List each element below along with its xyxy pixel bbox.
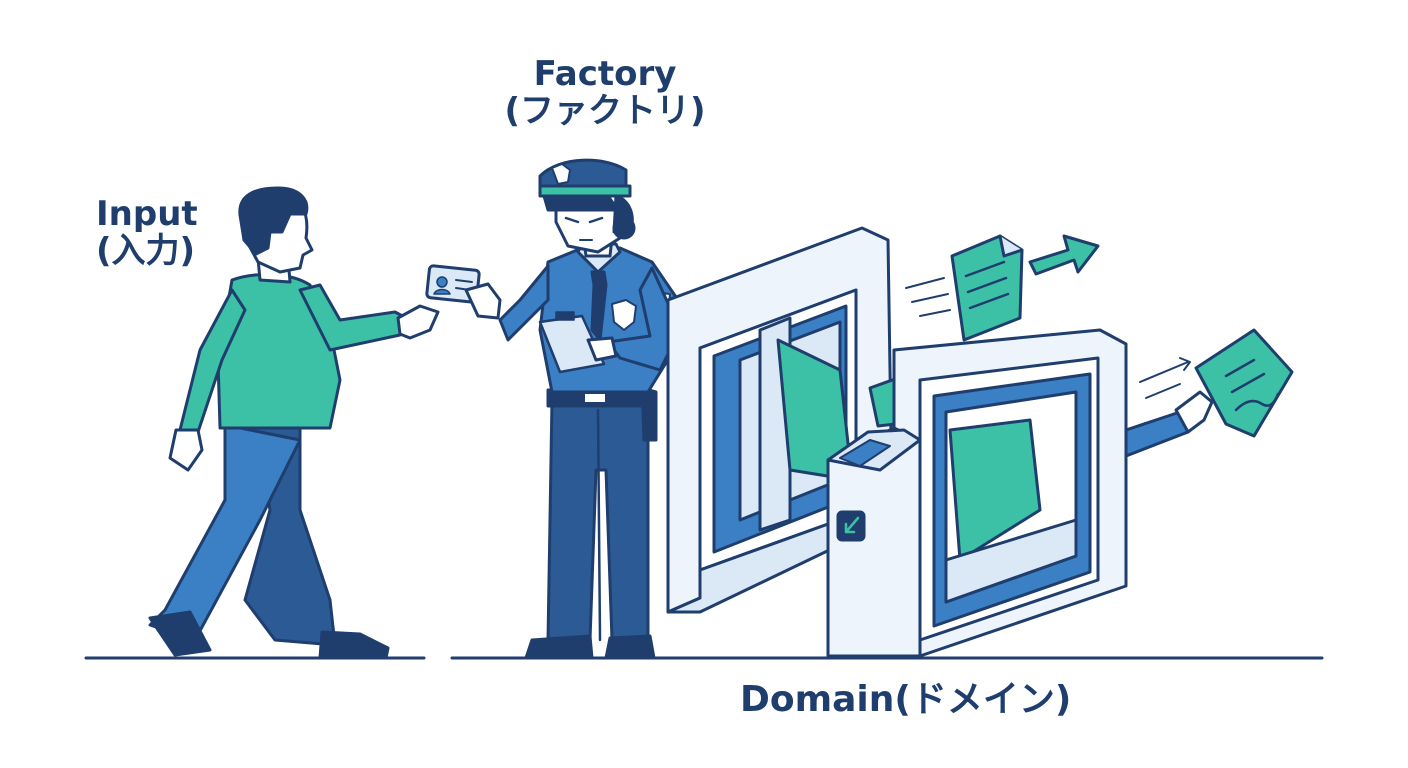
front-gate <box>826 328 1128 658</box>
document-icon <box>950 234 1024 342</box>
arrow-right-icon <box>1028 234 1100 276</box>
factory-label: Factory (ファクトリ) <box>490 54 720 132</box>
domain-label: Domain(ドメイン) <box>740 679 1072 720</box>
factory-officer <box>464 158 682 660</box>
input-label-en: Input <box>96 194 198 234</box>
input-label: Input (入力) <box>96 194 198 272</box>
factory-label-en: Factory <box>533 54 677 94</box>
badge-icon <box>611 299 637 331</box>
document-icon <box>1194 328 1294 438</box>
exit-hand <box>1124 390 1214 458</box>
factory-label-ja: (ファクトリ) <box>504 91 706 132</box>
input-label-ja: (入力) <box>96 231 196 272</box>
input-person <box>148 186 440 660</box>
